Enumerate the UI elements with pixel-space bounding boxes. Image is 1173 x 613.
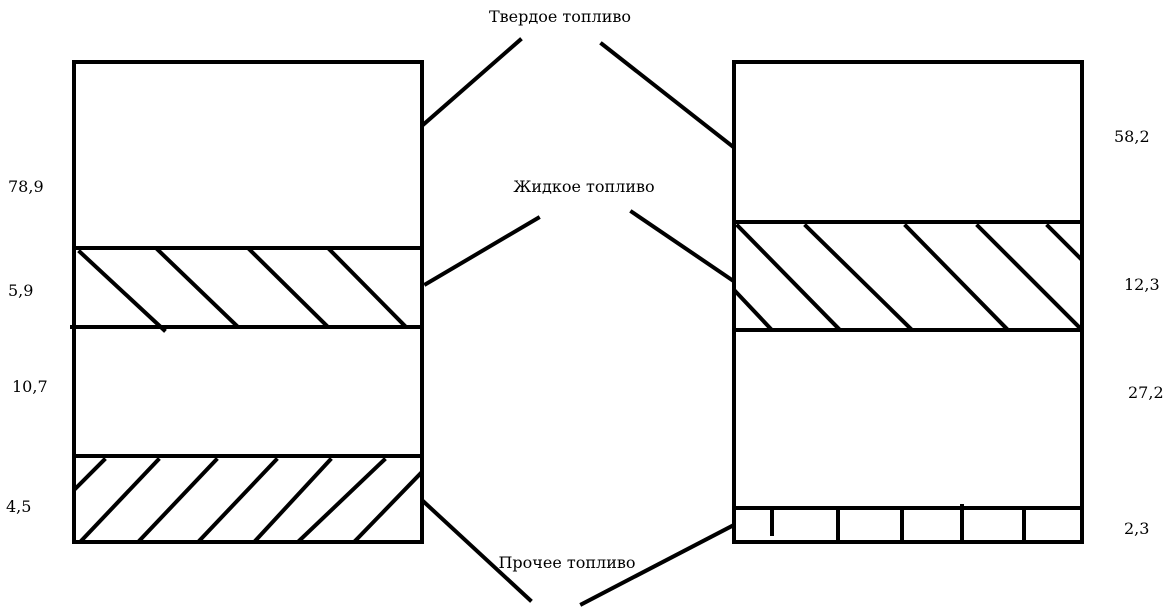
right-value-solid: 58,2 [1114, 127, 1150, 146]
left-value-liquid: 5,9 [8, 281, 33, 300]
right-liquid-hatch [733, 223, 1083, 331]
other-connector-left [421, 499, 533, 603]
right-column-frame [732, 60, 1084, 544]
left-liquid-hatch [77, 247, 407, 333]
left-value-solid: 78,9 [8, 177, 44, 196]
solid-connector-left [421, 37, 523, 127]
connector-lines [421, 37, 735, 607]
right-value-liquid: 12,3 [1124, 275, 1160, 294]
label-liquid-fuel: Жидкое топливо [513, 177, 654, 196]
label-other-fuel: Прочее топливо [498, 553, 635, 572]
right-other-ticks [770, 504, 1026, 542]
solid-connector-right [599, 41, 735, 149]
liquid-connector-left [423, 215, 541, 287]
right-value-gas: 27,2 [1128, 383, 1164, 402]
left-other-hatch [73, 457, 423, 543]
liquid-connector-right [629, 209, 735, 283]
left-column-frame [72, 60, 424, 544]
right-column [732, 60, 1084, 544]
right-value-other: 2,3 [1124, 519, 1149, 538]
left-value-other: 4,5 [6, 497, 31, 516]
other-connector-right [579, 523, 735, 607]
left-column [70, 60, 424, 544]
label-solid-fuel: Твердое топливо [489, 7, 631, 26]
left-value-gas: 10,7 [12, 377, 48, 396]
